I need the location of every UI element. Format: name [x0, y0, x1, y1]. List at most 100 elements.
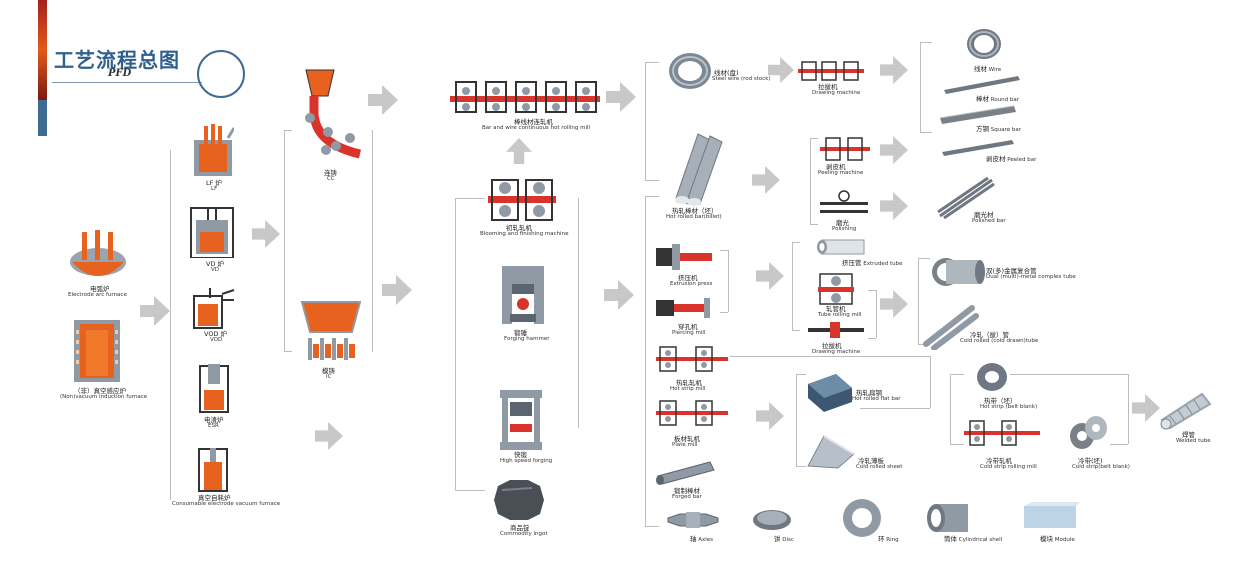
peeled-bar-label: 剥皮材 Peeled bar — [986, 156, 1036, 163]
disc-icon — [752, 506, 792, 534]
bracket-line — [810, 138, 818, 139]
piercing-label-zh: 穿孔机 — [678, 323, 698, 331]
cold-strip-icon — [1068, 414, 1108, 452]
forged-bar-label-zh: 锻制棒材 — [674, 487, 700, 495]
vim-label-zh: （非）真空感应炉 — [74, 387, 126, 395]
polishing-icon — [818, 190, 870, 216]
hot-bar-label-zh: 热轧棒材（坯） — [672, 207, 718, 215]
flow-arrow — [756, 262, 784, 290]
bracket-line — [578, 198, 579, 428]
hot-strip-mill-label-zh: 热轧轧机 — [676, 379, 702, 387]
hot-bar-label: 热轧棒材（坯）Hot rolled bar(billet) — [666, 208, 722, 220]
drawing-label-zh: 拉拔机 — [818, 83, 838, 91]
ic-label-en: IC — [326, 374, 332, 380]
square-bar-icon — [938, 104, 1018, 124]
round-bar-label: 棒材 Round bar — [976, 96, 1019, 103]
dual-tube-icon — [930, 256, 986, 288]
bracket-line — [455, 490, 485, 491]
esr-label-zh: 电渣炉 — [204, 416, 224, 424]
esr-label-en: ESR — [208, 423, 219, 429]
hot-strip-label-en: Hot strip (belt blank) — [980, 404, 1038, 410]
lf-icon — [192, 124, 234, 178]
bracket-line — [455, 198, 485, 199]
extrusion-label-en: Extrusion press — [670, 281, 713, 287]
tube-drawing-label-zh: 拉拔机 — [822, 342, 842, 350]
drawing-label-en: Drawing machine — [812, 90, 861, 96]
hot-strip-mill-icon — [656, 346, 728, 372]
eaf-label-en: Electrode arc furnace — [68, 292, 127, 298]
bracket-line — [792, 242, 793, 330]
cold-sheet-label-zh: 冷轧薄板 — [858, 457, 884, 465]
forged-bar-label-en: Forged bar — [672, 494, 702, 500]
hot-bar-icon — [670, 132, 730, 206]
dual-tube-label-zh: 双(多)金属复合管 — [986, 267, 1037, 275]
polished-bar-label-zh: 磨光材 — [974, 211, 994, 219]
vim-icon — [72, 320, 122, 382]
left-accent-bar — [38, 0, 47, 100]
vod-icon — [190, 284, 236, 330]
ring-label-zh: 环 — [878, 535, 885, 543]
tube-rolling-label-en: Tube rolling mill — [818, 312, 862, 318]
flow-arrow — [382, 275, 412, 305]
square-bar-label-en: Square bar — [990, 127, 1021, 133]
flow-arrow — [252, 220, 280, 248]
hot-roll-icon — [450, 80, 600, 114]
bracket-line — [950, 444, 964, 445]
blooming-icon — [488, 178, 556, 222]
module-label-en: Module — [1054, 537, 1075, 543]
wire-rod-icon — [668, 52, 712, 90]
bracket-line — [645, 196, 646, 526]
extruded-tube-label-zh: 挤压管 — [842, 259, 862, 267]
flow-line — [730, 356, 930, 357]
polished-bar-label-en: Polished bar — [972, 218, 1006, 224]
plate-mill-label-en: Plate mill — [672, 442, 698, 448]
ic-icon — [300, 298, 362, 362]
bracket-line — [284, 351, 292, 352]
bracket-line — [920, 132, 932, 133]
welded-tube-label-zh: 焊管 — [1182, 431, 1195, 439]
tube-rolling-icon — [818, 272, 854, 306]
extrusion-icon — [656, 244, 712, 270]
peeled-bar-icon — [940, 138, 1016, 156]
bracket-line — [645, 62, 659, 63]
header-circle — [197, 50, 245, 98]
bracket-line — [868, 338, 876, 339]
bracket-line — [918, 258, 919, 344]
flow-line — [1128, 374, 1129, 444]
welded-tube-icon — [1158, 390, 1214, 430]
cold-sheet-label-en: Cold rolled sheet — [856, 464, 903, 470]
bracket-line — [796, 466, 806, 467]
wire-label-en: Wire — [988, 67, 1002, 73]
forging-label-en: Forging hammer — [504, 336, 550, 342]
extrusion-label-zh: 挤压机 — [678, 274, 698, 282]
cold-strip-mill-icon — [964, 420, 1040, 446]
cold-strip-mill-label-en: Cold strip rolling mill — [980, 464, 1037, 470]
peeling-label-en: Peeling machine — [818, 170, 864, 176]
axles-label: 轴 Axles — [690, 536, 713, 543]
page-title: 工艺流程总图 — [54, 48, 180, 72]
disc-label: 饼 Disc — [774, 536, 794, 543]
welded-tube-label-en: Welded tube — [1176, 438, 1211, 444]
var-icon — [198, 448, 228, 492]
module-label-zh: 模块 — [1040, 535, 1053, 543]
peeled-bar-label-zh: 剥皮材 — [986, 155, 1006, 163]
disc-label-zh: 饼 — [774, 535, 781, 543]
extruded-tube-label: 挤压管 Extruded tube — [842, 260, 903, 267]
flow-arrow — [315, 422, 343, 450]
cold-strip-label: 冷带(坯)Cold strip(belt blank) — [1072, 458, 1130, 470]
plate-mill-label-zh: 板材轧机 — [674, 435, 700, 443]
